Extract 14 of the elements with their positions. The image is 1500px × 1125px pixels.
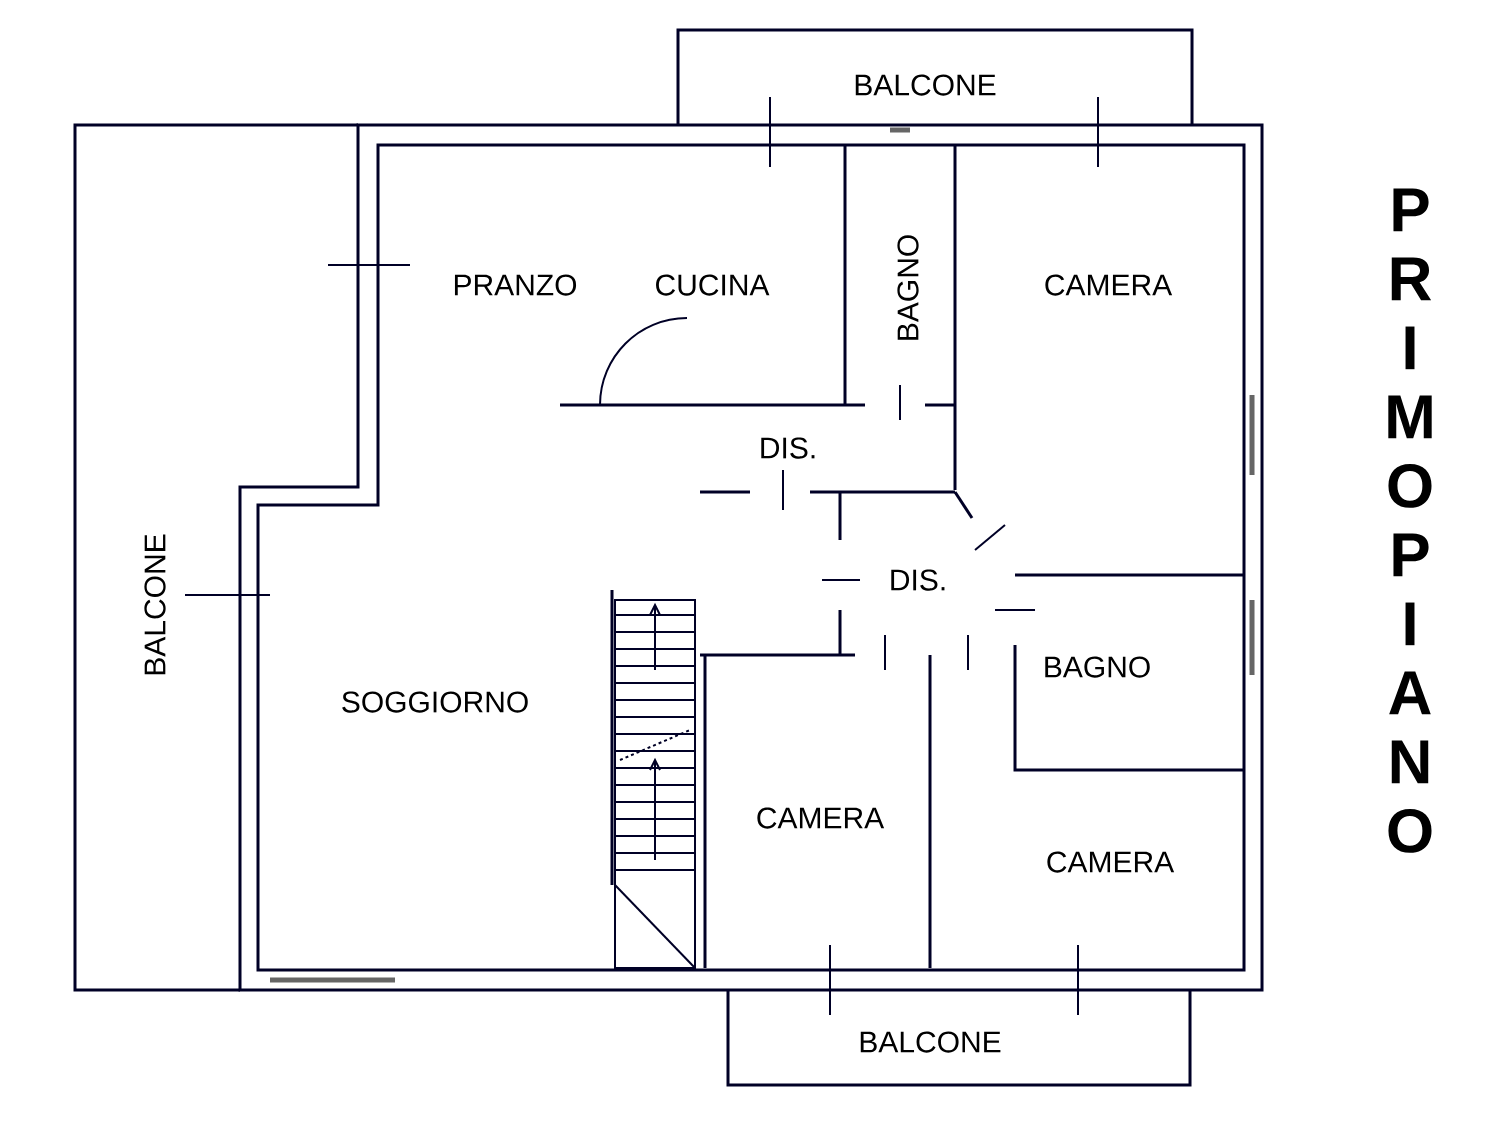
room-label: CAMERA — [1047, 851, 1175, 873]
room-label: BALCONE — [144, 534, 166, 675]
room-label: DIS. — [891, 569, 945, 591]
room-label: CAMERA — [1045, 274, 1173, 296]
room-label: DIS. — [761, 437, 815, 459]
room-label: CUCINA — [656, 274, 770, 296]
room-label: CAMERA — [757, 807, 885, 829]
room-label: BALCONE — [855, 74, 996, 96]
room-label: SOGGIORNO — [342, 691, 528, 713]
room-label: BAGNO — [897, 235, 919, 340]
room-label: BALCONE — [860, 1031, 1001, 1053]
title: PRIMO PIANO — [1388, 188, 1432, 853]
room-label: PRANZO — [454, 274, 577, 296]
room-label: BAGNO — [1045, 656, 1150, 678]
